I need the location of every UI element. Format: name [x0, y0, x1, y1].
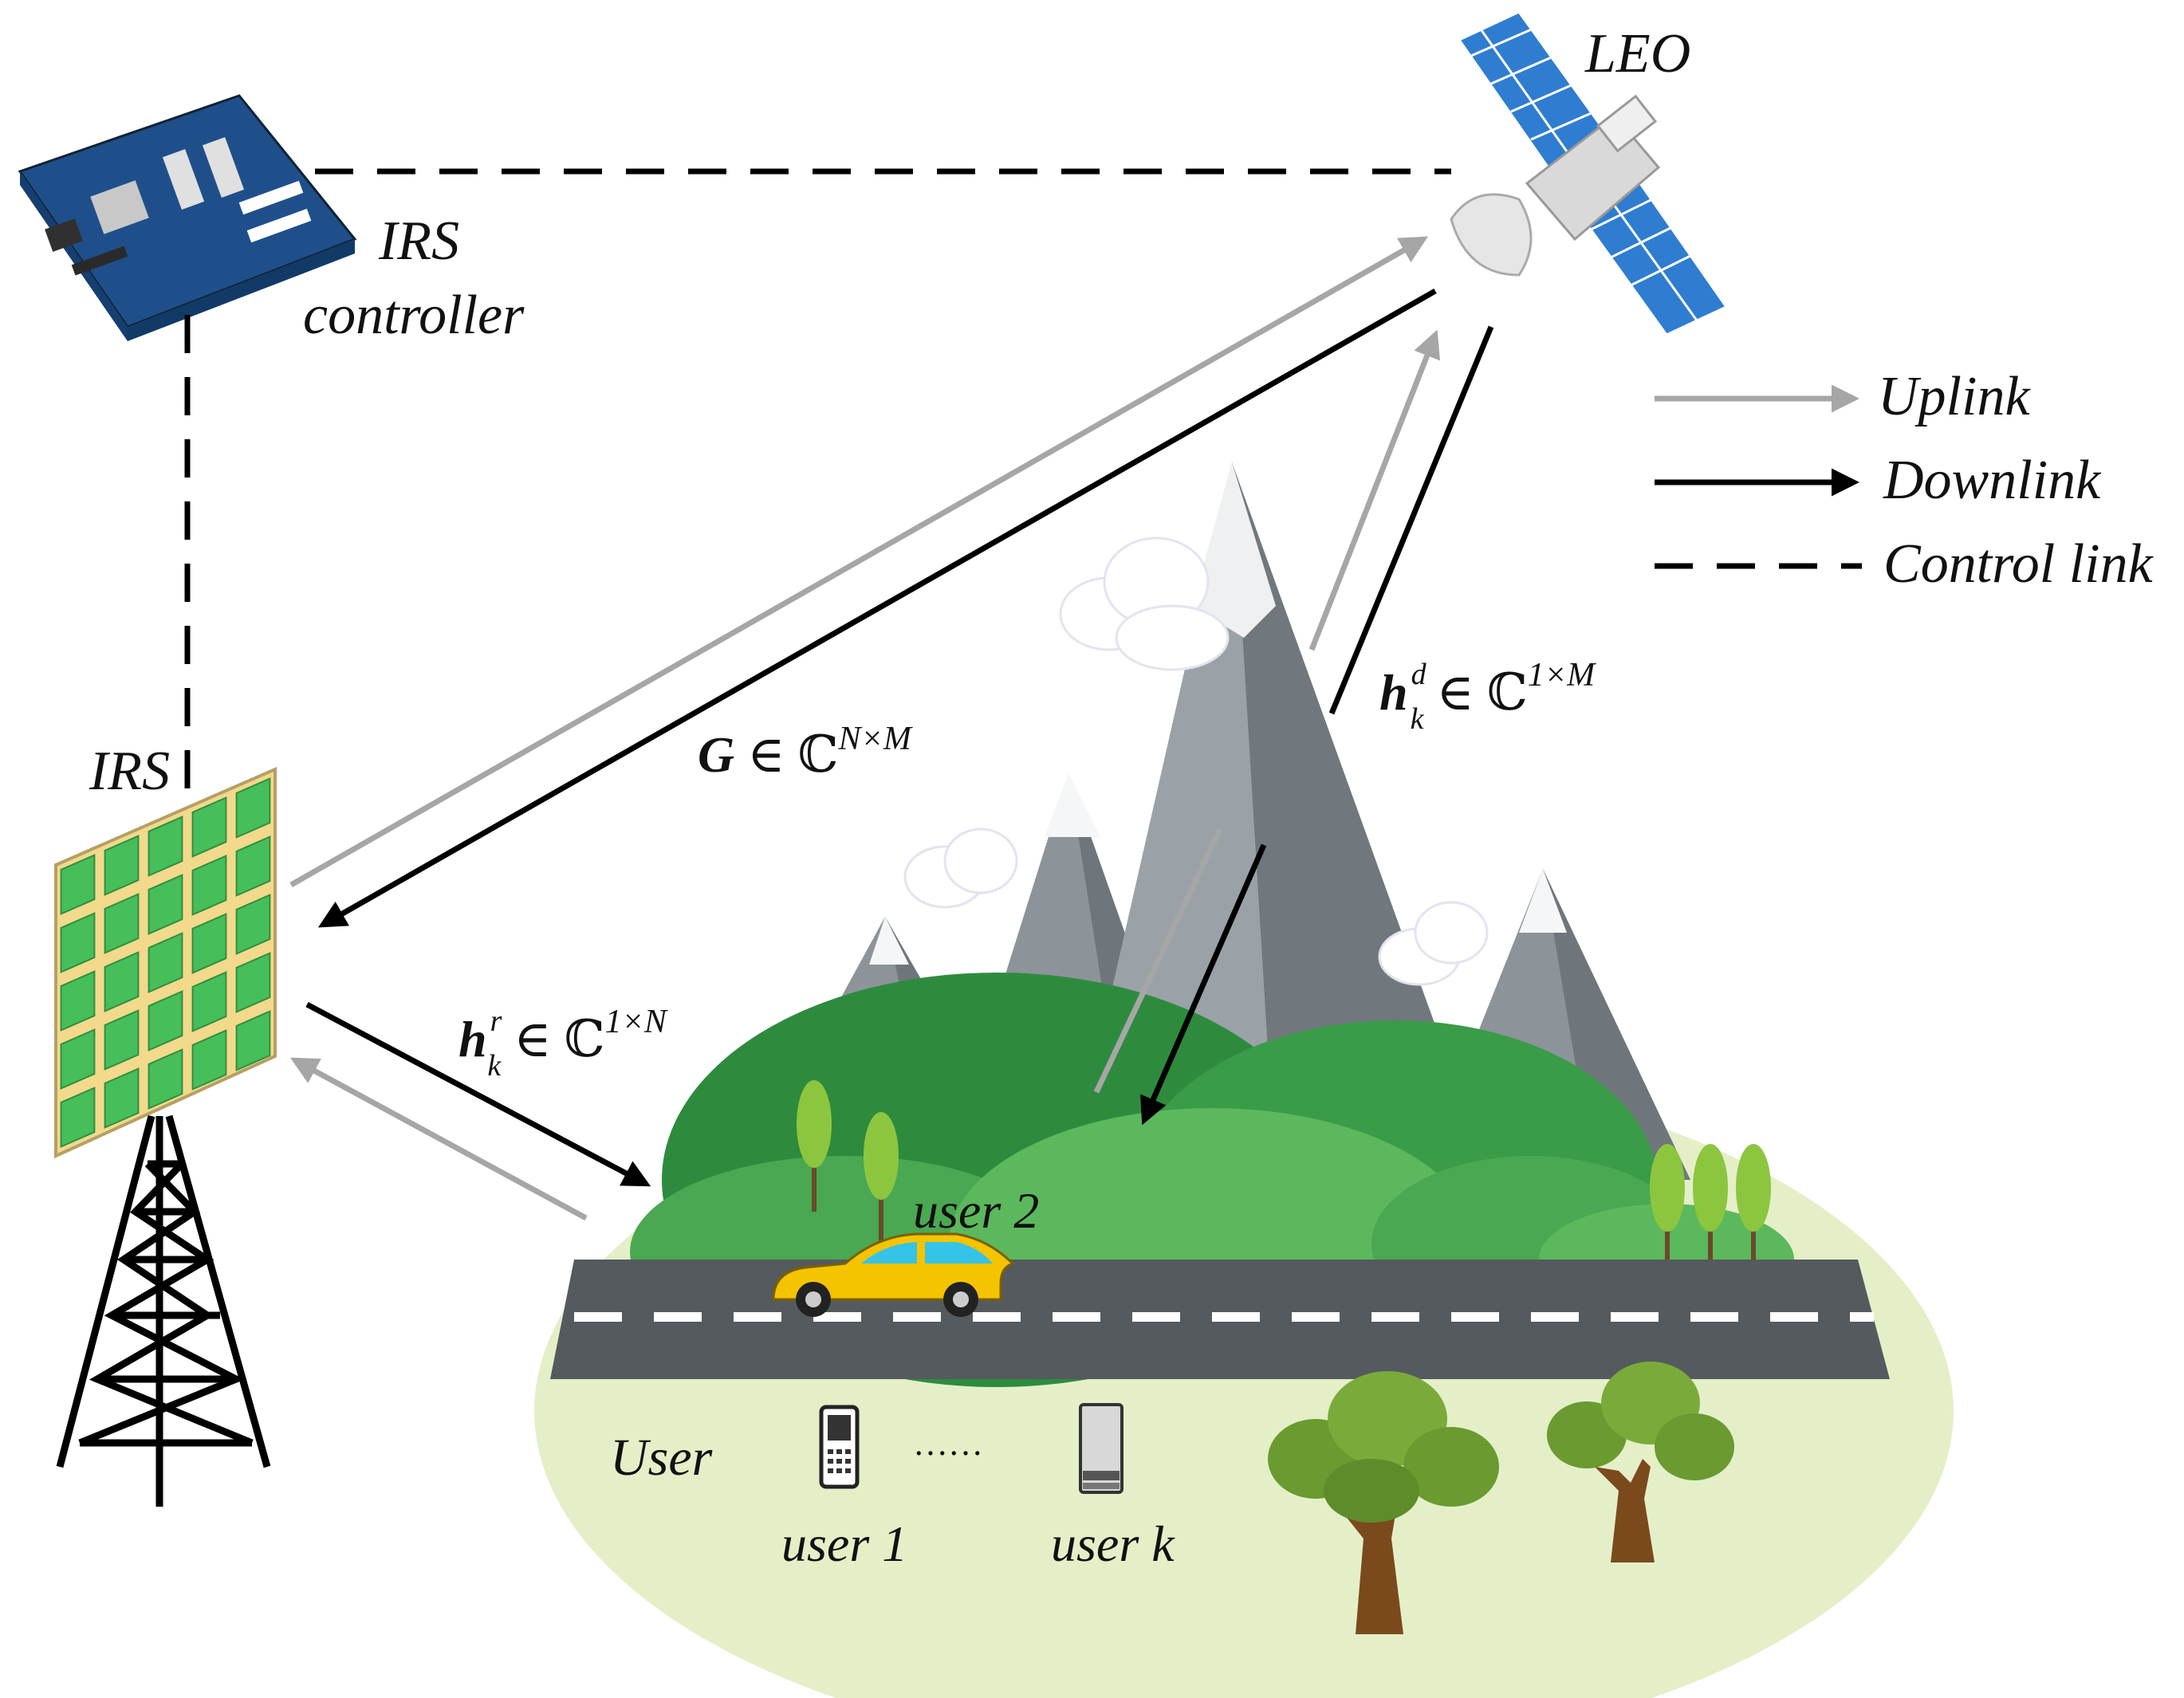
user2-label: user 2 [913, 1182, 1039, 1239]
eq-hd-relation: ∈ ℂ [1423, 664, 1527, 721]
irs-element [60, 912, 96, 973]
irs-element [235, 777, 271, 839]
eq-G-dims: N×M [838, 721, 913, 757]
irs-element [235, 835, 271, 897]
user-group-label: User [610, 1429, 713, 1487]
irs-element [191, 796, 227, 858]
motherboard-icon [18, 94, 357, 341]
eq-hr-sup: r [490, 1004, 502, 1038]
irs-element [148, 874, 183, 935]
uplink-user-to-leo [1308, 329, 1441, 651]
tower-pc-icon [1079, 1403, 1123, 1494]
irs-element [191, 913, 227, 974]
irs-label: IRS [89, 741, 170, 802]
eq-G-symbol: G [698, 726, 734, 783]
leo-label: LEO [1584, 23, 1690, 85]
eq-hd-dims: 1×M [1528, 657, 1596, 694]
downlink-leo-to-mountain [1328, 325, 1494, 715]
irs-element [235, 1010, 271, 1071]
irs-panel [54, 766, 277, 1159]
irs-element [104, 893, 140, 954]
poplar-trees [797, 1080, 1771, 1268]
legend-control-label: Control link [1883, 533, 2154, 595]
irs-element [191, 855, 227, 916]
cloud-icon [903, 537, 1489, 986]
irs-controller-label-line1: IRS [378, 210, 459, 272]
irs-element [104, 835, 140, 896]
downlink-irs-to-user [305, 1001, 651, 1187]
uplink-user-to-irs [289, 1057, 588, 1221]
user-dots: …… [913, 1424, 983, 1463]
irs-element [148, 990, 183, 1051]
flip-phone-icon [819, 1405, 860, 1489]
irs-element [148, 816, 183, 877]
irs-element [60, 970, 96, 1032]
irs-element [191, 971, 227, 1032]
eq-hr-symbol: h [458, 1011, 487, 1067]
irs-element [104, 1067, 140, 1129]
downlink-leo-to-irs [317, 288, 1437, 928]
downlink-arrows [305, 288, 1494, 1187]
eq-hd-sup: d [1411, 658, 1427, 691]
satellite-icon [1450, 10, 1729, 336]
irs-element [148, 1048, 183, 1110]
irs-element [235, 952, 271, 1013]
irs-element [191, 1029, 227, 1091]
irs-element [104, 1009, 140, 1071]
legend: Uplink Downlink Control link [1655, 366, 2154, 595]
legend-uplink-label: Uplink [1878, 366, 2031, 427]
eq-hr-sub: k [487, 1049, 502, 1083]
legend-downlink-label: Downlink [1883, 450, 2102, 511]
eq-hd-symbol: h [1379, 664, 1408, 721]
car-icon [772, 1232, 1015, 1317]
irs-element [60, 854, 96, 915]
eq-hd-sub: k [1411, 702, 1425, 736]
downlink-sky-to-user [1140, 843, 1267, 1126]
landscape [534, 462, 1954, 1698]
uplink-irs-to-leo [289, 236, 1429, 888]
control-links [184, 168, 1451, 801]
road [550, 1260, 1890, 1379]
user1-label: user 1 [781, 1515, 907, 1572]
irs-element [60, 1028, 96, 1090]
eq-hr-relation: ∈ ℂ [501, 1011, 604, 1067]
irs-element [148, 932, 183, 993]
uplink-arrows [289, 236, 1441, 1221]
irs-element [235, 894, 271, 955]
tree-icon [1268, 1362, 1734, 1634]
eq-hr-dims: 1×N [605, 1004, 668, 1040]
eq-G-relation: ∈ ℂ [734, 726, 838, 783]
uplink-car-to-sky [1093, 827, 1223, 1094]
eq-G: G ∈ ℂN×M [698, 721, 913, 783]
irs-element [60, 1087, 96, 1148]
lattice-tower-icon [56, 1114, 271, 1507]
irs-cells [60, 777, 271, 1148]
userk-label: user k [1051, 1515, 1175, 1572]
irs-element [104, 951, 140, 1012]
irs-controller-label-line2: controller [303, 285, 525, 346]
